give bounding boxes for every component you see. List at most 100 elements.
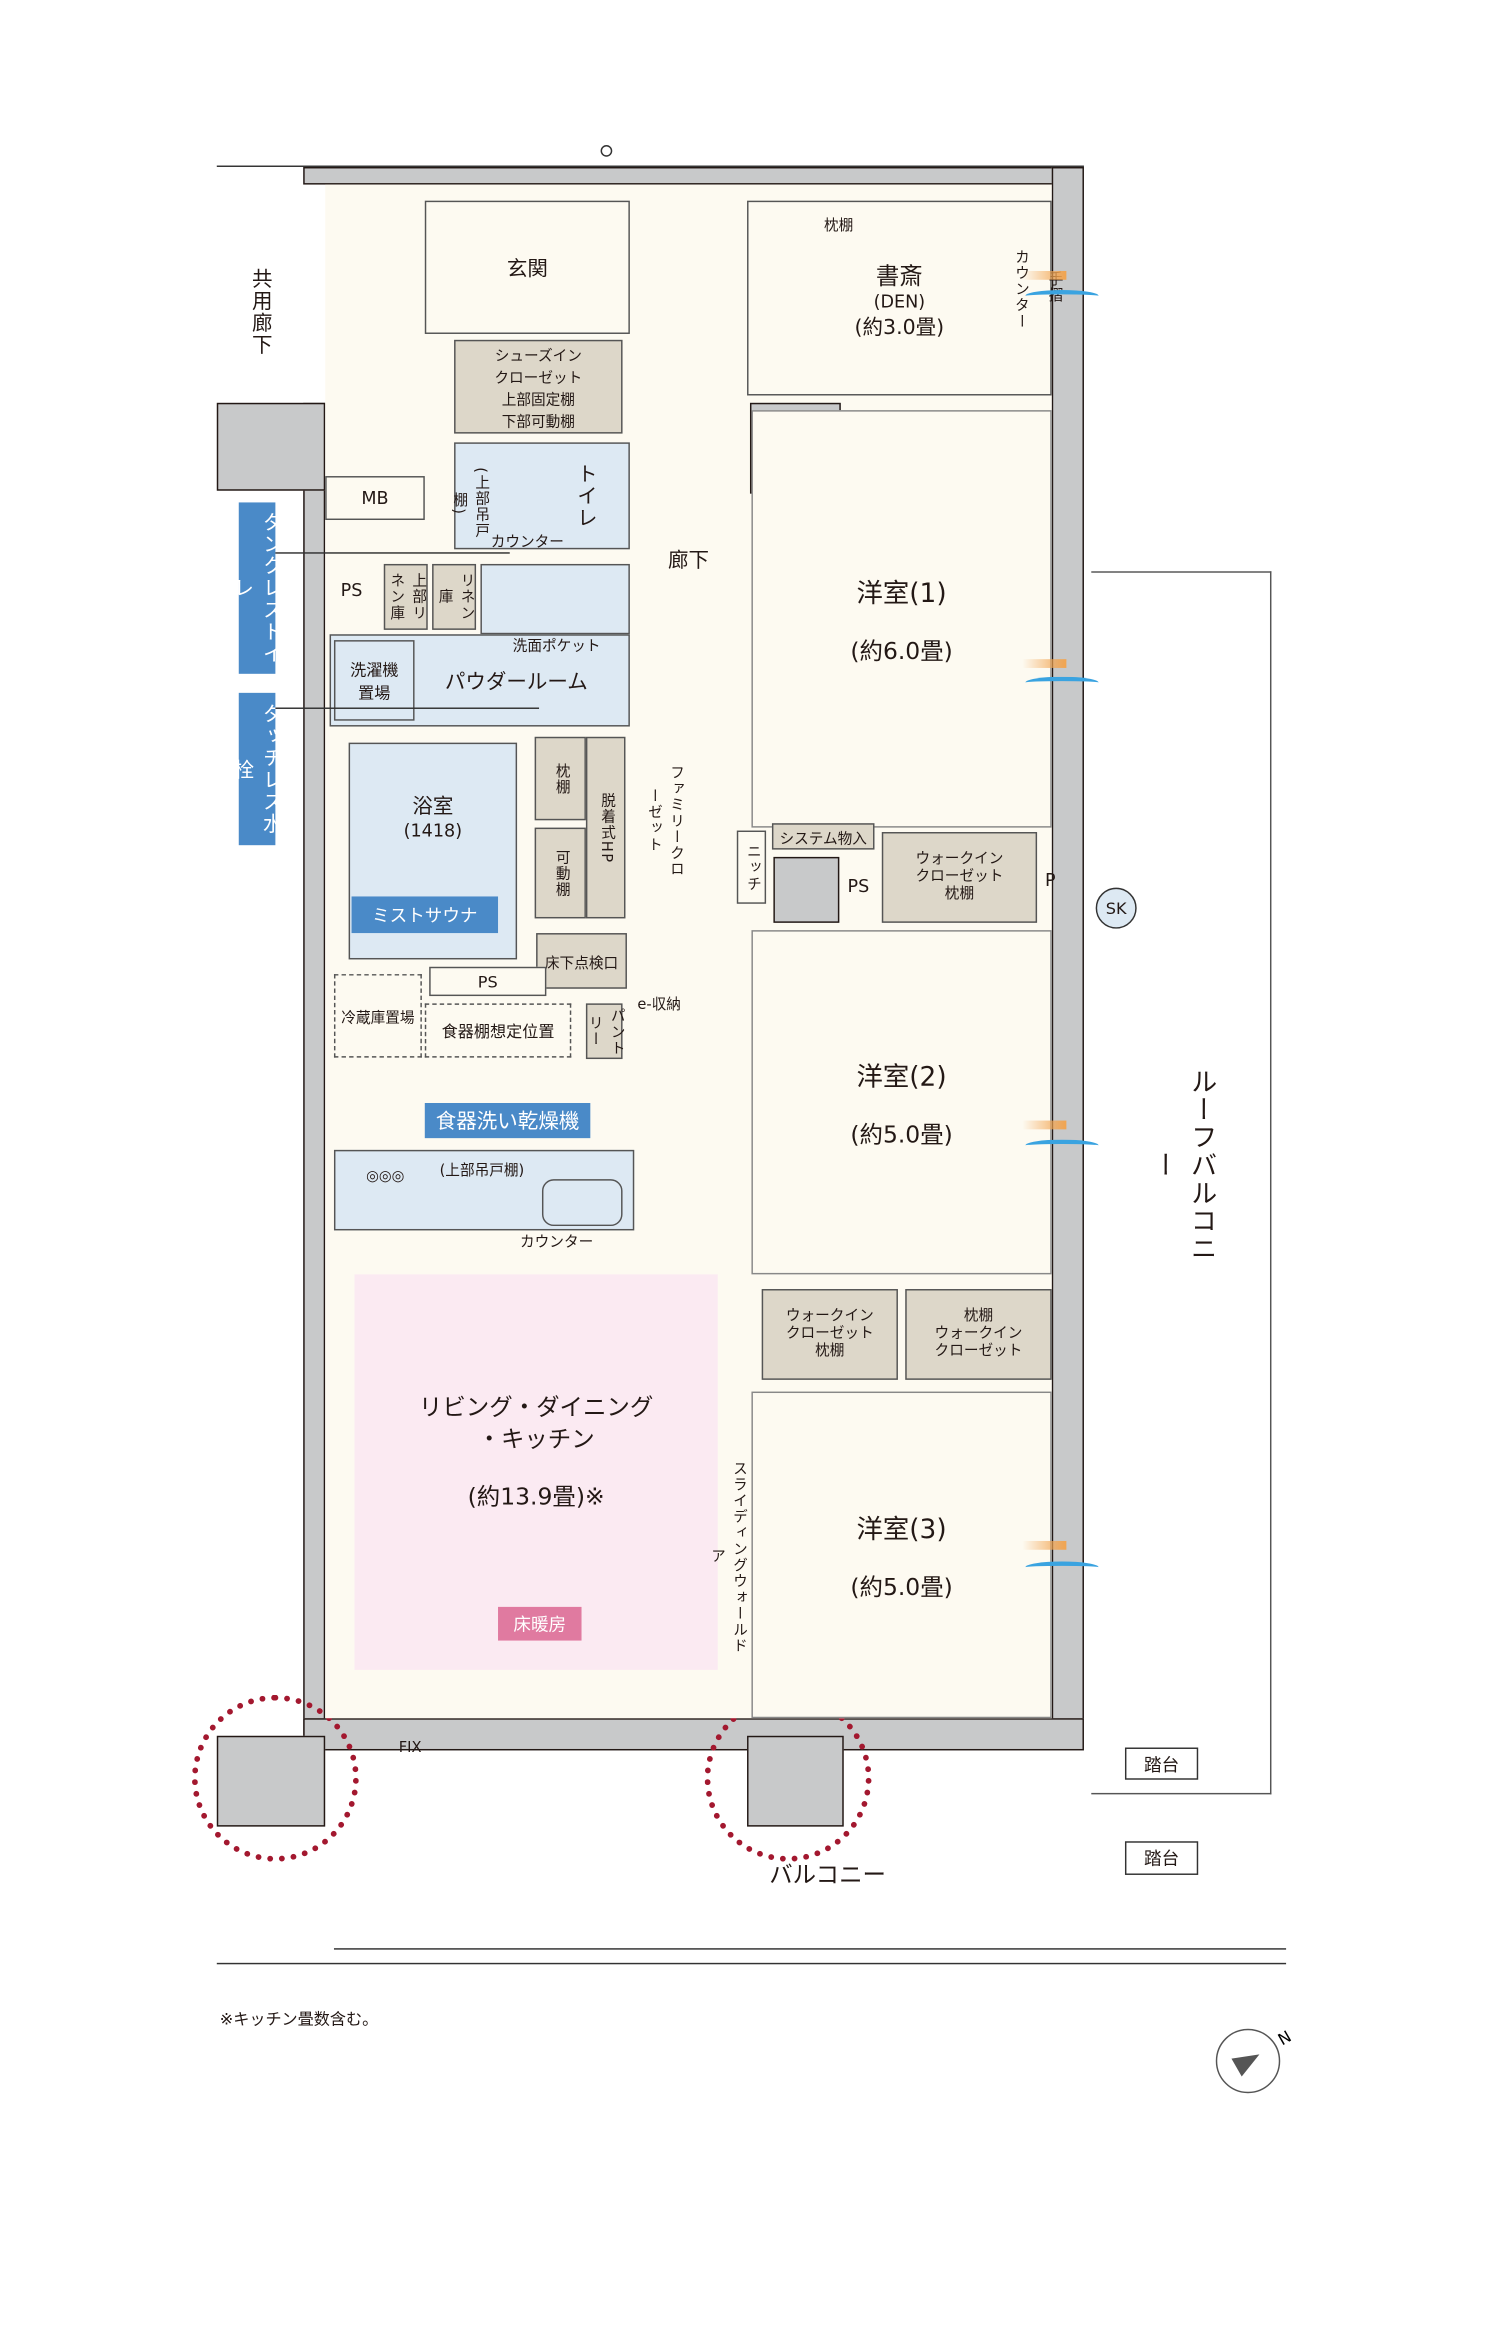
pillow-shelf[interactable]: 枕棚 bbox=[534, 736, 586, 821]
sink-icon bbox=[541, 1179, 623, 1227]
airflow-icon bbox=[1022, 659, 1067, 668]
fix-label: FIX bbox=[398, 1739, 422, 1756]
footnote: ※キッチン畳数含む。 bbox=[219, 2009, 379, 2029]
powder-room-label: パウダールーム bbox=[444, 670, 588, 694]
e-storage-label: e-収納 bbox=[637, 996, 681, 1013]
touchless-faucet-badge: タッチレス水栓 bbox=[231, 692, 283, 846]
ldk-size: (約13.9畳)※ bbox=[467, 1482, 605, 1511]
highlight-circle bbox=[704, 1694, 872, 1862]
roof-balcony-label: ルーフバルコニー bbox=[1148, 1067, 1218, 1262]
den-counter: カウンター bbox=[1011, 249, 1028, 330]
airflow-icon bbox=[1022, 270, 1067, 280]
step-2: 踏台 bbox=[1124, 1841, 1199, 1875]
hallway-label: 廊下 bbox=[667, 549, 709, 573]
shoe-closet[interactable]: シューズイン クローゼット上部固定棚 下部可動棚 bbox=[454, 339, 623, 434]
airflow-icon bbox=[1025, 290, 1099, 302]
marker-circle bbox=[600, 145, 613, 157]
shoe-closet-label: シューズイン クローゼット bbox=[494, 348, 583, 387]
ps-right-label: PS bbox=[847, 875, 870, 897]
walkin-closet-3[interactable]: 枕棚ウォークイン クローゼット bbox=[905, 1289, 1052, 1380]
linen-closet[interactable]: リネン庫 bbox=[432, 563, 477, 630]
ldk-label: リビング・ダイニング ・キッチン bbox=[418, 1393, 654, 1454]
cupboard-space: 食器棚想定位置 bbox=[424, 1003, 572, 1058]
stove-icon: ◎◎◎ bbox=[366, 1168, 405, 1185]
family-closet-label: ファミリークローゼット bbox=[644, 763, 683, 877]
wash-pocket-label: 洗面ポケット bbox=[512, 637, 601, 655]
movable-shelf[interactable]: 可動棚 bbox=[534, 827, 586, 919]
kitchen-upper-label: (上部吊戸棚) bbox=[439, 1162, 525, 1179]
den: 書斎(DEN) (約3.0畳) bbox=[747, 200, 1052, 396]
walkin-closet-2[interactable]: ウォークイン クローゼット枕棚 bbox=[761, 1289, 898, 1380]
airflow-icon bbox=[1025, 1561, 1099, 1573]
niche: ニッチ bbox=[736, 830, 767, 904]
shoe-shelf-label: 上部固定棚 下部可動棚 bbox=[501, 392, 575, 431]
pantry[interactable]: パントリー bbox=[585, 1003, 623, 1060]
balcony-rail bbox=[333, 1948, 1287, 1950]
entrance: 玄関 bbox=[424, 200, 630, 334]
sliding-door-label: スライディングウォールドア bbox=[707, 1459, 746, 1654]
walkin-label: ウォークイン クローゼット bbox=[785, 1308, 874, 1342]
step-1: 踏台 bbox=[1124, 1747, 1199, 1780]
room-3-label: 洋室(3) bbox=[856, 1513, 947, 1545]
airflow-icon bbox=[1025, 676, 1099, 689]
mb: MB bbox=[325, 476, 425, 521]
column-left bbox=[216, 402, 326, 491]
room-2: 洋室(2) (約5.0畳) bbox=[751, 930, 1052, 1275]
toilet-counter-label: カウンター bbox=[490, 533, 564, 551]
airflow-icon bbox=[1022, 1120, 1067, 1130]
room-1: 洋室(1) (約6.0畳) bbox=[751, 410, 1052, 828]
toilet-label: トイレ bbox=[574, 462, 598, 529]
pillow-shelf-label: 枕棚 bbox=[944, 886, 975, 903]
pillow-shelf-label: 枕棚 bbox=[815, 1343, 845, 1360]
tankless-toilet-badge: タンクレストイレ bbox=[231, 502, 283, 674]
room-3-size: (約5.0畳) bbox=[850, 1572, 953, 1601]
sk-icon: SK bbox=[1095, 887, 1137, 929]
walkin-label: ウォークイン クローゼット bbox=[934, 1325, 1023, 1360]
entrance-label: 玄関 bbox=[506, 257, 548, 281]
roof-balcony bbox=[1091, 571, 1272, 1795]
common-corridor-label: 共用廊下 bbox=[249, 268, 273, 356]
system-storage[interactable]: システム物入 bbox=[771, 823, 875, 850]
walkin-closet-1[interactable]: ウォークイン クローゼット枕棚 bbox=[881, 832, 1038, 923]
kitchen-counter-label: カウンター bbox=[520, 1234, 594, 1251]
leader-line bbox=[275, 707, 540, 709]
ps-label: PS bbox=[340, 580, 363, 601]
floor-heating-badge: 床暖房 bbox=[498, 1606, 582, 1641]
balcony-rail bbox=[216, 1962, 1287, 1965]
room-3: 洋室(3) (約5.0畳) bbox=[751, 1391, 1052, 1719]
linen-upper[interactable]: 上部リネン庫 bbox=[383, 563, 428, 630]
wash-basin bbox=[480, 563, 630, 635]
top-line bbox=[216, 165, 1084, 167]
airflow-icon bbox=[1022, 1540, 1067, 1550]
den-en: (DEN) bbox=[873, 290, 926, 312]
room-1-label: 洋室(1) bbox=[856, 577, 947, 609]
kitchen-counter bbox=[333, 1149, 635, 1231]
den-size: (約3.0畳) bbox=[854, 315, 945, 340]
toilet: トイレ bbox=[454, 442, 630, 550]
mb-label: MB bbox=[361, 487, 389, 509]
balcony-label: バルコニー bbox=[769, 1860, 886, 1889]
highlight-circle bbox=[191, 1694, 359, 1862]
den-pillow-shelf: 枕棚 bbox=[823, 217, 854, 234]
room-2-size: (約5.0畳) bbox=[850, 1119, 953, 1148]
underfloor-hatch[interactable]: 床下点検口 bbox=[536, 933, 627, 989]
fridge-space: 冷蔵庫置場 bbox=[333, 974, 422, 1058]
bath-label: 浴室 bbox=[412, 795, 454, 819]
wall-bottom bbox=[303, 1718, 1084, 1751]
walkin-label: ウォークイン クローゼット bbox=[915, 851, 1004, 885]
room-2-label: 洋室(2) bbox=[856, 1061, 947, 1093]
room-1-size: (約6.0畳) bbox=[850, 636, 953, 665]
mist-sauna-badge: ミストサウナ bbox=[351, 896, 499, 934]
compass-icon bbox=[1215, 2028, 1281, 2094]
removable-hp[interactable]: 脱着式HP bbox=[585, 736, 626, 919]
airflow-icon bbox=[1025, 1139, 1099, 1152]
powder-room: パウダールーム bbox=[329, 634, 630, 727]
leader-line bbox=[275, 552, 510, 554]
den-label: 書斎 bbox=[875, 261, 923, 290]
compass-north-label: N bbox=[1274, 2027, 1295, 2050]
toilet-shelf-label: (上部吊戸棚) bbox=[449, 467, 488, 539]
bath-size: (1418) bbox=[403, 820, 463, 841]
wall-left bbox=[303, 402, 326, 1751]
pillow-shelf-label: 枕棚 bbox=[963, 1308, 994, 1325]
